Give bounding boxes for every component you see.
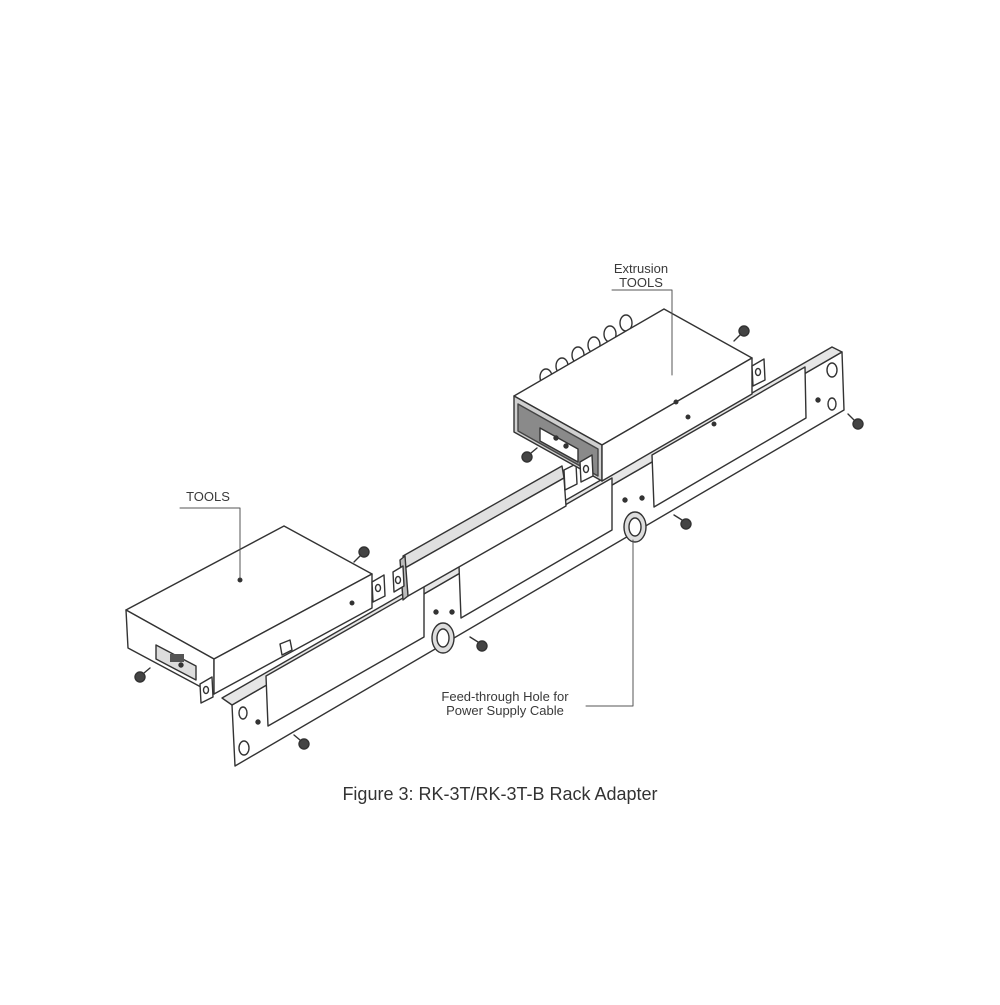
tools-center-dot <box>237 577 243 583</box>
screw <box>733 325 750 342</box>
leader-lines <box>179 289 673 707</box>
mount-dot <box>433 609 439 615</box>
tools-box-side <box>213 573 373 695</box>
rack-cutout-right <box>651 366 807 508</box>
rack-ear-hole-left <box>238 740 250 756</box>
rack-ear-hole-left-upper <box>238 706 248 720</box>
screw <box>521 447 538 463</box>
screw <box>469 636 488 652</box>
feed-through-label: Feed-through Hole for Power Supply Cable <box>420 690 590 718</box>
rack-ear-hole-right-lower <box>827 397 837 411</box>
tools-label: TOOLS <box>186 489 230 504</box>
screw <box>134 667 151 683</box>
feed-through-hole-left <box>431 622 455 654</box>
blank-plate <box>392 463 578 601</box>
mount-dot <box>815 397 821 403</box>
screws <box>134 325 864 750</box>
mount-dot <box>449 609 455 615</box>
mount-dot <box>622 497 628 503</box>
extrusion-box-side <box>601 357 753 482</box>
tools-box-left <box>125 525 386 704</box>
screw <box>353 546 370 563</box>
extrusion-label-line2: TOOLS <box>619 275 663 290</box>
extrusion-label-line1: Extrusion <box>613 261 669 276</box>
mount-dot <box>255 719 261 725</box>
mount-dot <box>639 495 645 501</box>
rack-cutout-left <box>265 585 425 727</box>
figure-caption: Figure 3: RK-3T/RK-3T-B Rack Adapter <box>342 784 658 804</box>
screw <box>673 514 692 530</box>
extrusion-label: Extrusion TOOLS <box>596 262 686 290</box>
feed-through-label-line1: Feed-through Hole for <box>441 689 569 704</box>
feed-through-label-line2: Power Supply Cable <box>446 703 564 718</box>
screw <box>293 734 310 750</box>
feed-through-hole-right <box>623 511 647 543</box>
rack-ear-hole-right <box>826 362 838 378</box>
screw <box>847 413 864 430</box>
extrusion-tools-box <box>513 308 766 483</box>
